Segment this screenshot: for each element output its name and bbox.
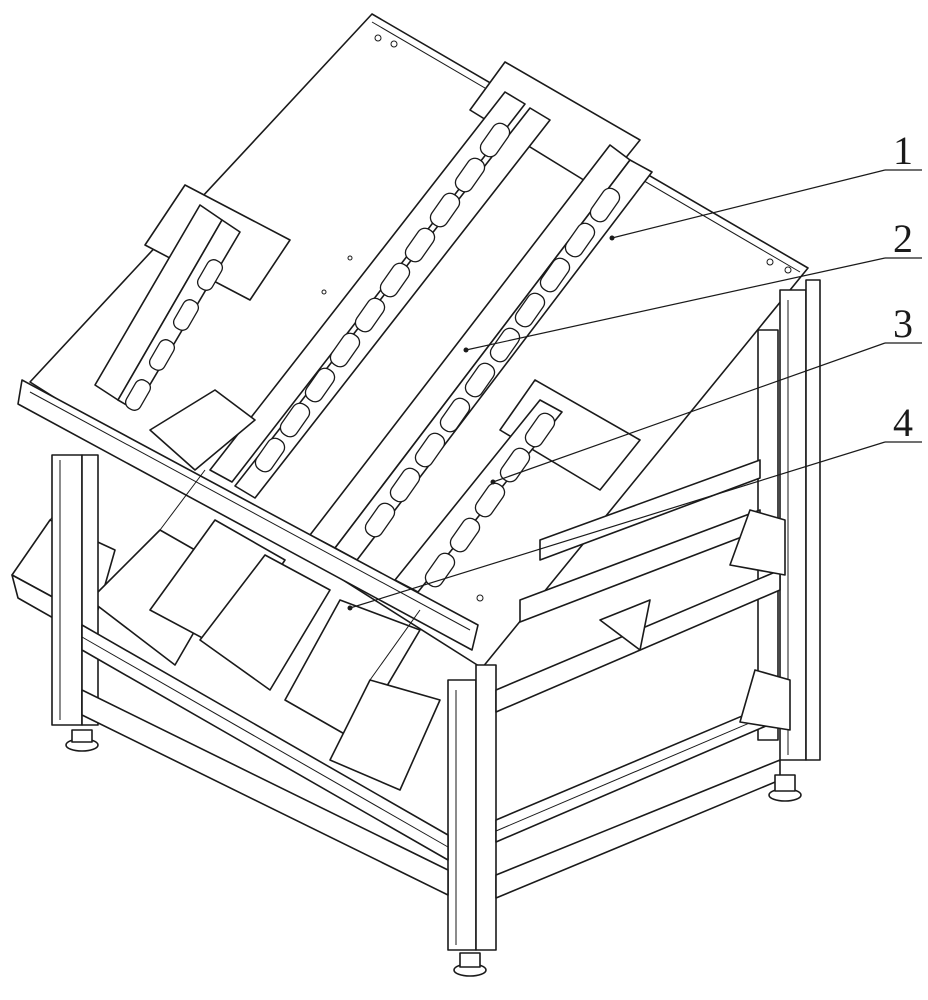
callout-1: 1 <box>609 128 922 241</box>
leader-line-4 <box>349 441 886 609</box>
leader-dot-1 <box>609 235 615 241</box>
leader-line-3 <box>492 342 886 483</box>
leader-dot-2 <box>463 347 469 353</box>
callout-2: 2 <box>463 216 922 353</box>
callout-label-2: 2 <box>893 216 913 261</box>
rail-row-middle <box>209 61 641 499</box>
callout-label-4: 4 <box>893 400 913 445</box>
rail-row-short <box>394 379 641 593</box>
callout-label-3: 3 <box>893 301 913 346</box>
callout-4: 4 <box>347 400 922 611</box>
corner-brackets <box>599 509 791 731</box>
leader-dot-3 <box>490 479 496 485</box>
front-cross-beam <box>17 379 479 651</box>
leader-dot-4 <box>347 605 353 611</box>
lower-frame <box>81 459 781 899</box>
callout-3: 3 <box>490 301 922 485</box>
callout-label-1: 1 <box>893 128 913 173</box>
leader-line-1 <box>611 169 886 239</box>
leveling-feet <box>65 729 802 977</box>
rail-row-left <box>94 184 291 411</box>
leader-line-2 <box>465 257 886 351</box>
